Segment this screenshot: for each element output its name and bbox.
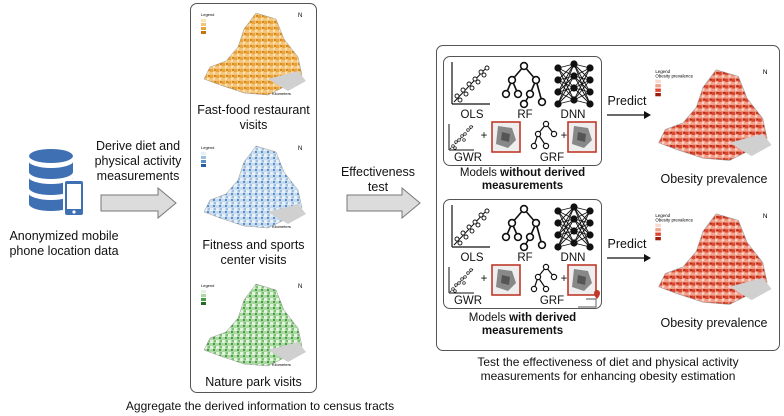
legend-word: Legend [201, 12, 214, 17]
obesity-legend-title: Obesity prevalence [655, 217, 693, 222]
spatial-weight-icon [491, 121, 521, 153]
location-pin-icon [578, 290, 600, 308]
gwr-icon [448, 267, 474, 294]
data-source-label: Anonymized mobile phone location data [9, 229, 119, 258]
dnn-label-bottom: DNN [560, 252, 586, 264]
predict-label-top: Predict [607, 94, 647, 108]
obesity-map-top: Legend Obesity prevalence N [654, 67, 772, 161]
models-with-icons [448, 203, 600, 308]
map3-label: Nature park visits [205, 375, 302, 389]
legend-word: Legend [201, 145, 214, 150]
gwr-icon [448, 124, 474, 151]
ols-icon [451, 62, 490, 105]
plus-sign: + [560, 273, 568, 285]
ols-label-top: OLS [460, 109, 484, 121]
middle-caption: Aggregate the derived information to cen… [125, 399, 395, 413]
database-phone-icon [28, 149, 85, 217]
svg-text:Kilometers: Kilometers [272, 362, 291, 367]
legend-word: Legend [655, 213, 670, 218]
models-without-caption: Models without derived measurements [459, 167, 586, 192]
ols-icon [451, 205, 490, 248]
rf-icon [501, 204, 547, 252]
models-with-caption: Models with derived measurements [468, 312, 577, 337]
plus-sign: + [480, 273, 488, 285]
fitness-map: Legend N Kilometers [200, 144, 306, 229]
spatial-weight-icon [491, 264, 521, 296]
rf-label-bottom: RF [517, 252, 533, 264]
north-arrow-icon: N [298, 284, 302, 290]
obesity-legend-title: Obesity prevalence [655, 73, 693, 78]
grf-icon [530, 263, 558, 293]
right-footer-caption: Test the effectiveness of diet and physi… [477, 355, 739, 383]
legend-word: Legend [655, 69, 670, 74]
legend-word: Legend [201, 283, 214, 288]
rf-label-top: RF [517, 109, 533, 121]
models-without-icons [448, 60, 597, 153]
derive-arrow [100, 187, 177, 219]
grf-label-bottom: GRF [539, 295, 565, 307]
grf-label-top: GRF [539, 152, 565, 164]
gwr-label-bottom: GWR [453, 295, 483, 307]
derive-label: Derive diet and physical activity measur… [94, 139, 182, 183]
map1-label: Fast-food restaurant visits [197, 103, 310, 132]
obesity-map-bottom: Legend Obesity prevalence N [654, 211, 772, 305]
gwr-label-top: GWR [453, 152, 483, 164]
spatial-weight-icon [567, 121, 597, 153]
predict-arrow-bottom [607, 254, 651, 262]
grf-icon [530, 120, 558, 150]
north-arrow-icon: N [298, 13, 302, 19]
predict-label-bottom: Predict [607, 237, 647, 251]
dnn-label-top: DNN [560, 109, 586, 121]
spatial-weight-icon [567, 264, 597, 296]
nature-park-map: Legend N Kilometers [200, 282, 306, 367]
north-arrow-icon: N [298, 146, 302, 152]
ols-label-bottom: OLS [460, 252, 484, 264]
effectiveness-label: Effectiveness test [340, 165, 416, 194]
north-arrow-icon: N [763, 69, 768, 76]
effectiveness-arrow [346, 187, 421, 219]
predict-arrow-top [607, 111, 651, 119]
plus-sign: + [560, 130, 568, 142]
obesity-label-top: Obesity prevalence [660, 172, 768, 186]
obesity-label-bottom: Obesity prevalence [660, 316, 768, 330]
plus-sign: + [480, 130, 488, 142]
map2-label: Fitness and sports center visits [202, 238, 305, 267]
fast-food-map: Legend N Kilometers [200, 11, 306, 96]
dnn-icon [554, 60, 594, 108]
svg-text:Kilometers: Kilometers [272, 224, 291, 229]
svg-text:Kilometers: Kilometers [272, 91, 291, 96]
dnn-icon [554, 203, 594, 251]
north-arrow-icon: N [763, 213, 768, 220]
rf-icon [501, 61, 547, 109]
